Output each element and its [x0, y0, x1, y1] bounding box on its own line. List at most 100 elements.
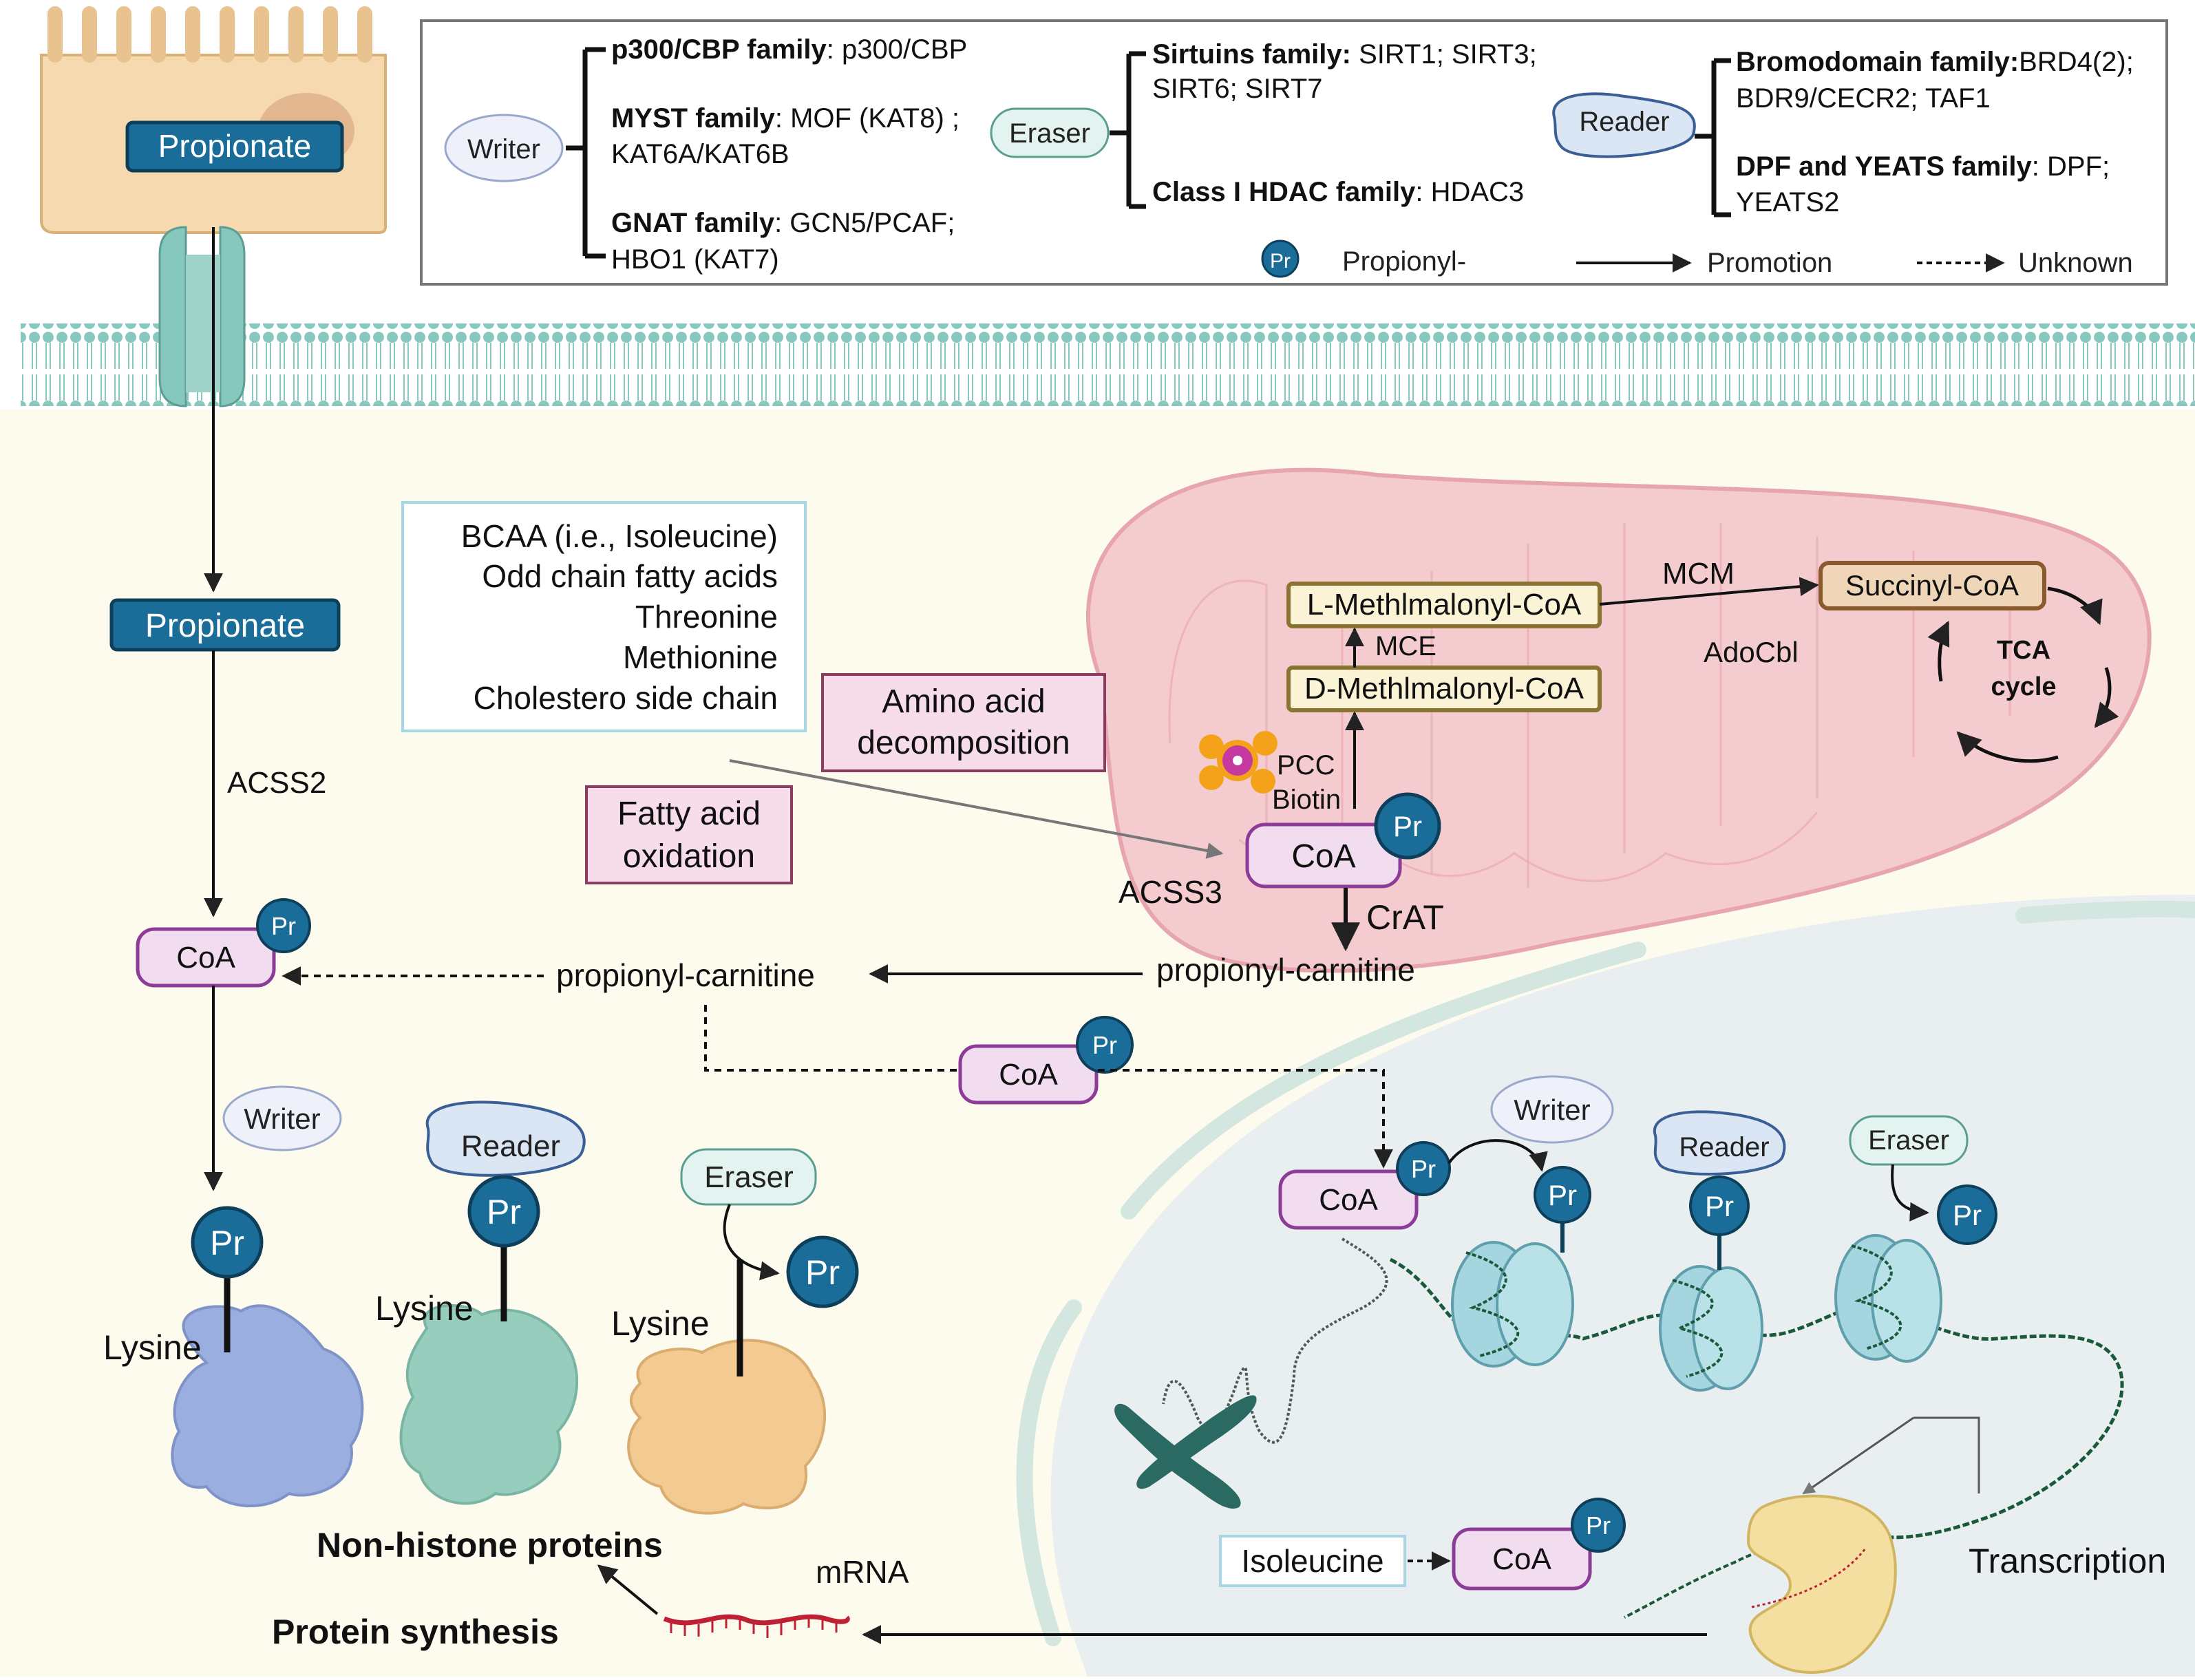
svg-text:CoA: CoA	[1291, 838, 1355, 875]
svg-text:Pr: Pr	[1953, 1199, 1982, 1231]
svg-text:Isoleucine: Isoleucine	[1241, 1543, 1383, 1579]
coa-to-nucleus-arrow	[1098, 1069, 1393, 1169]
svg-text:Reader: Reader	[1679, 1132, 1769, 1162]
chromosome-icon	[1114, 1395, 1257, 1509]
svg-text:D-Methlmalonyl-CoA: D-Methlmalonyl-CoA	[1304, 672, 1584, 705]
pr-badge-icon	[1937, 1184, 1997, 1245]
pcc-label: PCC	[1277, 750, 1335, 780]
svg-text:Pr: Pr	[210, 1224, 244, 1262]
d-methylmalonyl-coa: D-Methlmalonyl-CoA	[1286, 666, 1602, 712]
nuclear-eraser-badge: Eraser	[1849, 1115, 1969, 1222]
nucleosome-2: Pr	[1659, 1176, 1763, 1392]
svg-text:Amino acid: Amino acid	[882, 683, 1045, 720]
isoleucine-box: Isoleucine	[1219, 1535, 1406, 1587]
pr-badge-icon	[1571, 1498, 1626, 1553]
mrna-strand-icon	[663, 1614, 850, 1638]
transporter-channel-icon	[158, 226, 246, 407]
svg-text:Pr: Pr	[1092, 1031, 1117, 1059]
nucleus	[1016, 895, 2195, 1677]
svg-text:decomposition: decomposition	[857, 725, 1070, 761]
legend-writer-label: Writer	[467, 134, 540, 164]
mito-propionyl-carnitine: propionyl-carnitine	[1156, 952, 1415, 988]
legend-eraser-label: Eraser	[1009, 118, 1090, 149]
svg-text:CoA: CoA	[999, 1058, 1058, 1092]
crat-label: CrAT	[1366, 898, 1444, 937]
cyto-propionyl-coa: CoA Pr	[136, 898, 311, 988]
legend-propionyl-text: Propionyl-	[1342, 246, 1466, 277]
svg-text:CoA: CoA	[1492, 1542, 1551, 1576]
source-to-coa-arrow	[729, 759, 1224, 859]
adocbl-label: AdoCbl	[1704, 636, 1799, 668]
transcription-label: Transcription	[1969, 1542, 2166, 1580]
carnitine-to-nucleus-path	[704, 1005, 957, 1072]
legend-promotion-text: Promotion	[1707, 248, 1832, 278]
transit-propionyl-coa: CoA Pr	[958, 1016, 1134, 1105]
legend-reader-family-2: DPF and YEATS family: DPF;	[1736, 151, 2110, 182]
legend-reader-label: Reader	[1579, 107, 1669, 137]
svg-text:Cholestero side chain: Cholestero side chain	[474, 680, 778, 716]
synthesis-arrow	[597, 1564, 659, 1615]
legend-writer-family-2: MYST family: MOF (KAT8) ;	[611, 103, 959, 134]
svg-text:Lysine: Lysine	[375, 1289, 474, 1328]
nuclear-writer-badge: Writer	[1490, 1075, 1614, 1144]
nucleosome-1: Pr	[1451, 1166, 1591, 1368]
mcm-arrow	[1599, 577, 1819, 606]
svg-text:L-Methlmalonyl-CoA: L-Methlmalonyl-CoA	[1307, 588, 1582, 621]
pr-badge-icon	[1396, 1141, 1451, 1196]
legend-unknown-text: Unknown	[2018, 248, 2133, 278]
svg-text:Pr: Pr	[1393, 810, 1422, 842]
succinyl-coa: Succinyl-CoA	[1818, 561, 2046, 610]
propionate-outside-label: Propionate	[125, 120, 344, 173]
legend-writer-family-3: GNAT family: GCN5/PCAF;	[611, 208, 955, 238]
svg-text:Pr: Pr	[487, 1193, 521, 1231]
svg-text:Pr: Pr	[1548, 1179, 1577, 1211]
svg-text:Writer: Writer	[1514, 1094, 1590, 1126]
nuclear-reader-badge: Reader	[1653, 1110, 1786, 1176]
legend-writer-family-2-cont: KAT6A/KAT6B	[611, 139, 789, 169]
legend-eraser-family-2: Class I HDAC family: HDAC3	[1152, 177, 1524, 207]
svg-text:Eraser: Eraser	[704, 1160, 794, 1194]
fatty-acid-oxidation-box: Fatty acid oxidation	[585, 785, 793, 884]
pr-badge-icon	[1534, 1166, 1591, 1224]
svg-text:Eraser: Eraser	[1868, 1125, 1949, 1156]
legend-reader-family-1: Bromodomain family:BRD4(2);	[1736, 47, 2134, 77]
legend-box: Writer p300/CBP family: p300/CBP MYST fa…	[420, 19, 2168, 286]
svg-text:Pr: Pr	[271, 912, 296, 940]
l-methylmalonyl-coa: L-Methlmalonyl-CoA	[1286, 582, 1602, 628]
svg-text:Odd chain fatty acids: Odd chain fatty acids	[482, 558, 778, 594]
cell-membrane	[21, 323, 2195, 406]
propionate-inside-label: Propionate	[109, 598, 341, 652]
cyto-writer-badge: Writer	[222, 1085, 342, 1151]
amino-acid-decomposition-box: Amino acid decomposition	[821, 673, 1106, 772]
non-histone-protein-3: Eraser Pr Lysine	[611, 1148, 859, 1515]
non-histone-proteins-label: Non-histone proteins	[317, 1526, 663, 1564]
svg-text:BCAA (i.e., Isoleucine): BCAA (i.e., Isoleucine)	[461, 518, 778, 554]
svg-text:Pr: Pr	[1705, 1190, 1734, 1222]
svg-text:Propionate: Propionate	[158, 128, 312, 164]
isoleucine-propionyl-coa: CoA Pr	[1452, 1498, 1626, 1591]
svg-text:oxidation: oxidation	[623, 838, 755, 875]
transcription-bracket	[1913, 1416, 1980, 1493]
pcc-enzyme-icon	[1199, 731, 1277, 794]
nuclear-propionyl-coa: CoA Pr	[1278, 1141, 1451, 1230]
legend-eraser-family-1-cont: SIRT6; SIRT7	[1152, 74, 1323, 104]
svg-text:Writer: Writer	[244, 1103, 320, 1135]
legend-pr-symbol: Pr	[1270, 250, 1291, 273]
biotin-label: Biotin	[1272, 785, 1341, 815]
rna-polymerase-icon	[1746, 1494, 1897, 1674]
mrna-label: mRNA	[816, 1554, 909, 1590]
writer-transfer-arrow	[1448, 1139, 1548, 1172]
legend-reader-family-2-cont: YEATS2	[1736, 187, 1839, 217]
svg-text:Propionate: Propionate	[145, 608, 305, 644]
pr-badge-icon	[1076, 1016, 1134, 1074]
acss2-label: ACSS2	[227, 766, 326, 800]
svg-text:CoA: CoA	[176, 941, 235, 975]
dna-coil	[1162, 1237, 1388, 1444]
svg-text:Succinyl-CoA: Succinyl-CoA	[1845, 569, 2019, 602]
svg-text:Threonine: Threonine	[635, 599, 778, 635]
tca-cycle-icon: TCA cycle	[1927, 586, 2119, 763]
svg-text:Pr: Pr	[1586, 1511, 1611, 1540]
pr-badge-icon	[1689, 1176, 1750, 1236]
